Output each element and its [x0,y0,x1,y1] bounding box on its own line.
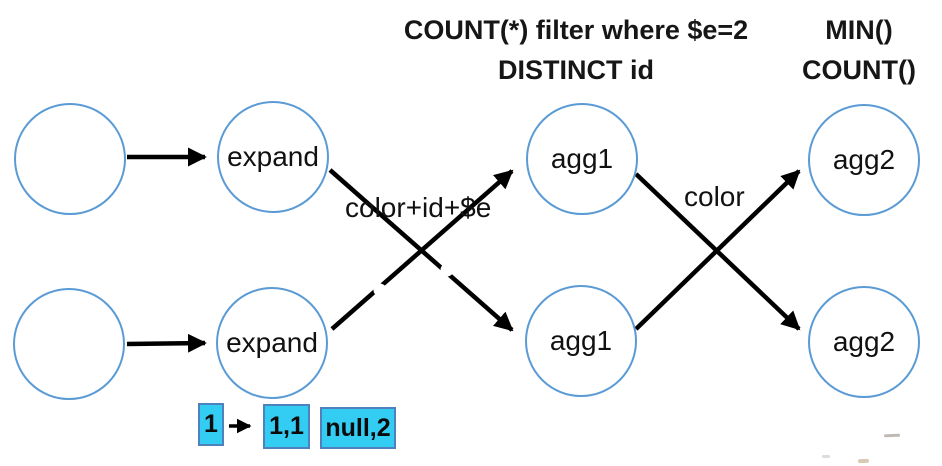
eraser-nick-1 [440,263,454,277]
tuple-box-result2: null,2 [320,407,396,449]
tuple-box-result1: 1,1 [263,404,310,449]
artifact-smudge [857,458,870,464]
artifact-smudge [883,433,901,438]
shuffle1-keys-label: color+id+$e [345,192,492,223]
agg1-operators-annotation: COUNT(*) filter where $e=2 DISTINCT id [350,10,802,90]
node-agg2-top: agg2 [808,104,920,216]
node-agg1-top: agg1 [526,103,638,215]
node-label: agg2 [832,326,896,357]
node-source-bottom [13,288,125,400]
eraser-nick-2 [373,283,387,297]
node-label: agg2 [832,144,896,175]
edge-source-bottom-to-expand-bottom [126,333,207,353]
agg2-op-line2: COUNT() [802,55,916,85]
node-expand-top: expand [217,101,329,213]
node-expand-bottom: expand [216,287,328,399]
tuple-box-input: 1 [198,403,224,446]
node-label: expand [227,141,319,172]
node-label: agg1 [549,325,613,356]
node-agg1-bottom: agg1 [525,285,637,397]
agg2-op-line1: MIN() [825,15,893,45]
node-agg2-bottom: agg2 [808,286,920,398]
agg1-op-line1: COUNT(*) filter where $e=2 [403,15,749,45]
edge-expand-bottom-to-agg1-top [330,169,514,331]
agg1-op-line2: DISTINCT id [498,55,654,85]
edge-agg1-bottom-to-agg2-top [634,169,801,331]
node-source-top [14,103,126,215]
agg2-operators-annotation: MIN() COUNT() [778,10,940,90]
node-label: expand [226,327,318,358]
node-label: agg1 [550,143,614,174]
shuffle2-keys-label: color [684,181,745,212]
artifact-smudge [822,455,830,458]
